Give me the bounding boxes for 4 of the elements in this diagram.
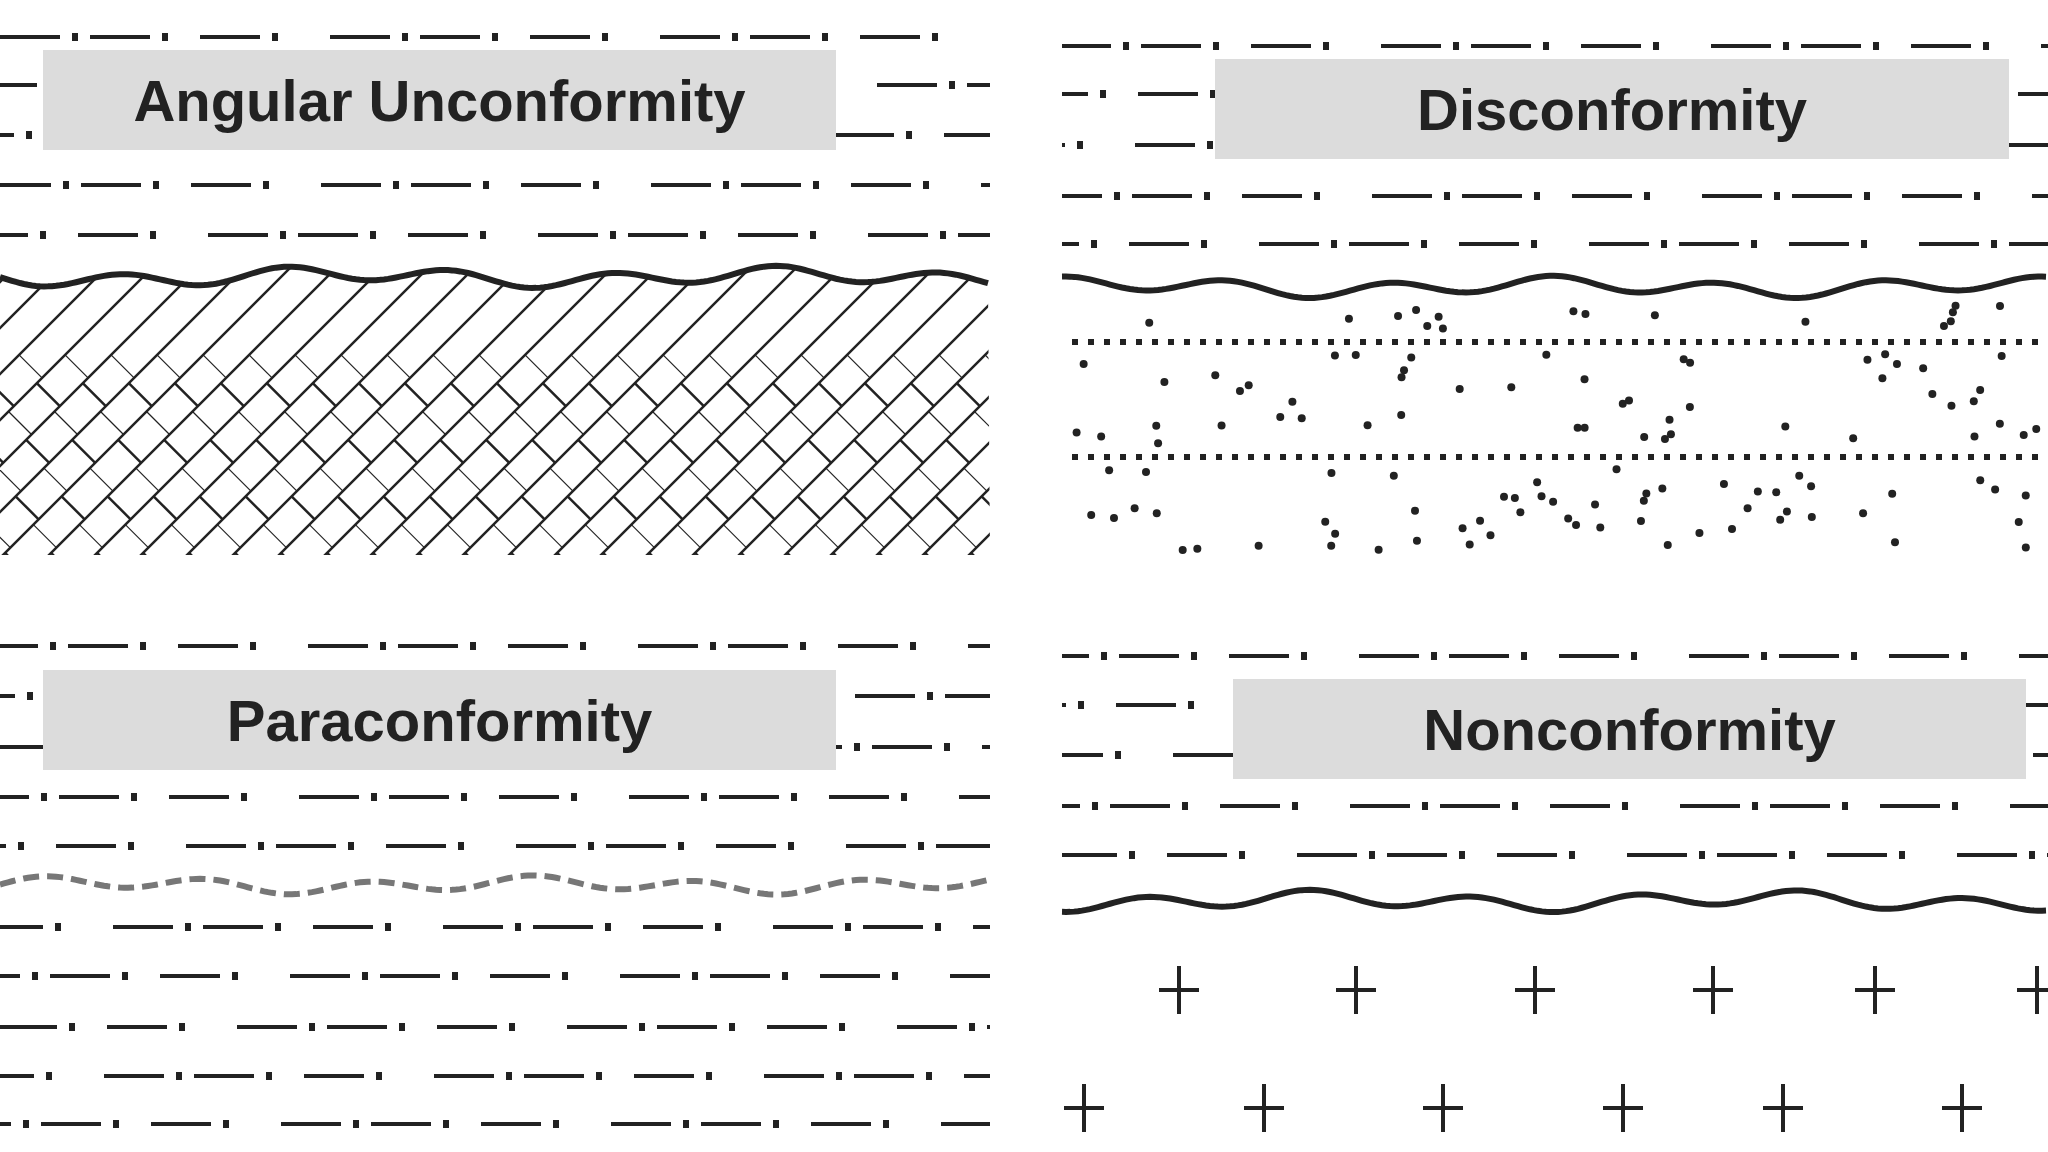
section-heading: Disconformity — [1215, 59, 2009, 159]
section-heading: Paraconformity — [43, 670, 836, 770]
section-heading: Angular Unconformity — [43, 50, 836, 150]
section-heading: Nonconformity — [1233, 679, 2026, 779]
